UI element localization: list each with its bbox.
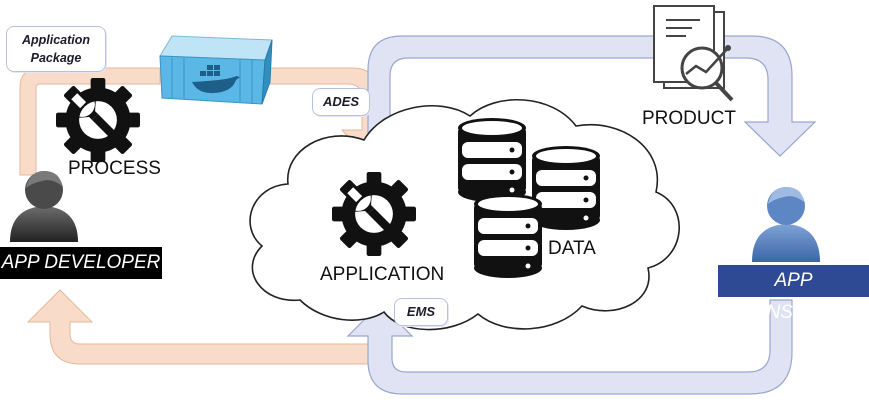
person-icon <box>10 170 78 242</box>
application-package-line2: Package <box>30 51 82 65</box>
application-label: APPLICATION <box>320 264 445 285</box>
application-package-line1: Application <box>21 33 91 47</box>
ems-tag: EMS <box>394 298 448 326</box>
orange-flow-bottom <box>26 289 373 365</box>
product-label: PRODUCT <box>642 108 736 129</box>
person-icon <box>752 186 820 262</box>
data-label: DATA <box>548 238 596 259</box>
document-chart-magnifier-icon <box>653 5 734 102</box>
app-developer-label: APP DEVELOPER <box>0 247 162 279</box>
application-package-tag: Application Package <box>6 26 106 72</box>
docker-container-icon <box>159 35 273 105</box>
app-consumer-label: APP CONSUMER <box>718 265 869 323</box>
blue-flow-top <box>367 35 817 157</box>
ades-label: ADES <box>322 94 360 109</box>
database-icon <box>532 146 600 230</box>
ems-label: EMS <box>406 304 436 319</box>
database-icon <box>474 194 542 278</box>
gear-wrench-icon <box>332 172 416 256</box>
database-icon <box>458 118 526 202</box>
ades-tag: ADES <box>312 88 370 116</box>
gear-wrench-icon <box>56 78 140 162</box>
process-label: PROCESS <box>68 158 161 179</box>
